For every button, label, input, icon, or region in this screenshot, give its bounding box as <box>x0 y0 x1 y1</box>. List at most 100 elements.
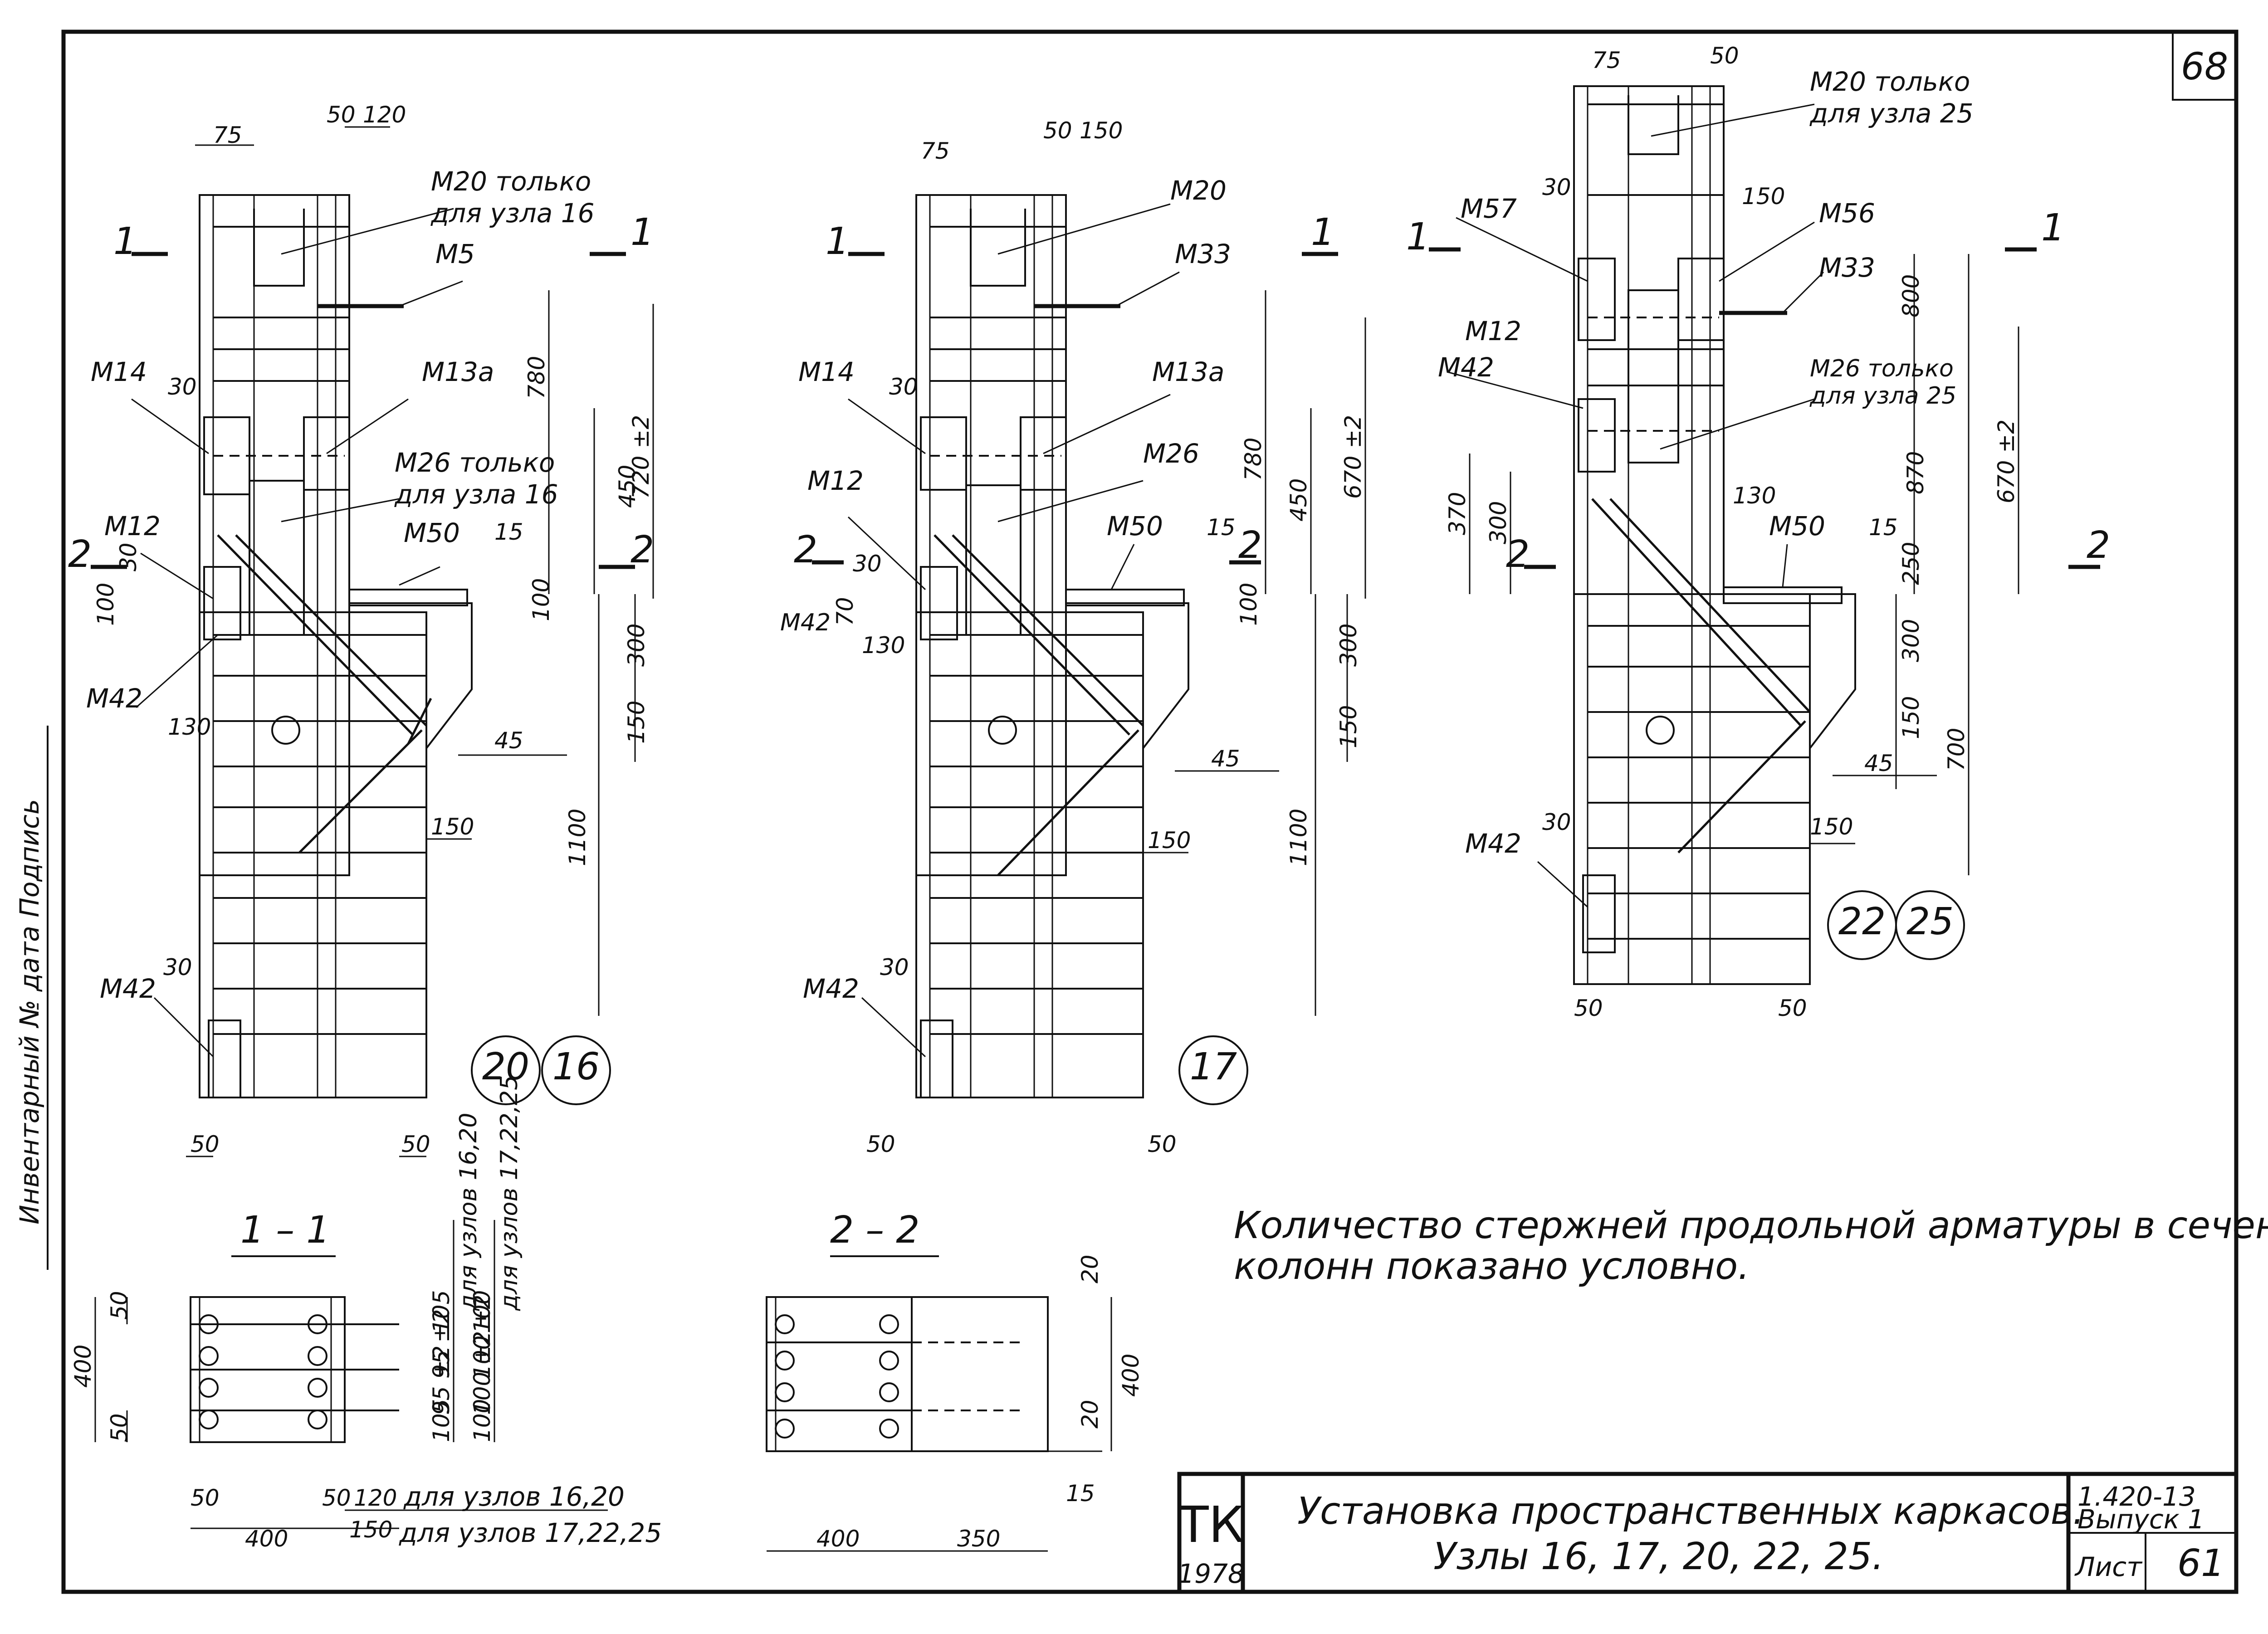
node-right-m26: М26 только <box>1810 355 1954 382</box>
stirrups <box>213 226 426 1035</box>
node-right-d300b: 300 <box>1898 619 1924 662</box>
section-1-1-d50c: 50 <box>191 1485 220 1511</box>
node-right-drawing <box>1429 85 2100 985</box>
node-left-circle-b: 16 <box>552 1045 600 1088</box>
node-mid-d30b: 30 <box>853 551 882 577</box>
node-left-d1100: 1100 <box>564 809 591 866</box>
node-mid-d45: 45 <box>1211 746 1240 772</box>
node-left-m14: М14 <box>91 356 147 387</box>
node-right-m12: М12 <box>1465 316 1521 346</box>
note-line-2: колонн показано условно. <box>1234 1245 1750 1288</box>
node-mid-d150: 150 <box>1080 117 1123 144</box>
node-left-m26b: для узла 16 <box>394 479 558 510</box>
node-mid-m42a: М42 <box>780 609 831 636</box>
node-mid-d150b: 150 <box>1335 705 1362 748</box>
node-right-d50b: 50 <box>1574 995 1603 1021</box>
node-left-m42a: М42 <box>86 683 142 714</box>
node-left-d450: 450 <box>614 465 640 508</box>
node-left-circle-a: 20 <box>482 1045 529 1088</box>
node-mid-d670: 670 ±2 <box>1340 415 1366 499</box>
section-2-2-d350: 350 <box>957 1526 1000 1552</box>
sheet-number: 61 <box>2177 1542 2224 1585</box>
node-mid-d15: 15 <box>1207 514 1236 541</box>
section-1-1-a95: 95 ±2 <box>428 1309 455 1379</box>
node-mid-cut1: 1 <box>826 220 849 263</box>
node-right-d300: 300 <box>1485 501 1511 544</box>
node-mid-circle: 17 <box>1190 1045 1237 1088</box>
node-mid-m12: М12 <box>807 465 864 496</box>
node-mid-m13a: М13а <box>1152 356 1224 387</box>
node-mid-m42b: М42 <box>803 973 859 1004</box>
column-lower <box>199 611 427 1098</box>
node-left-d100b: 100 <box>528 578 554 621</box>
node-right-d870: 870 <box>1902 451 1929 494</box>
node-mid-cut2: 2 <box>794 528 817 571</box>
section-1-1-d150: 150 <box>349 1517 392 1543</box>
node-right-d370: 370 <box>1444 492 1471 535</box>
stamp-text: ТК <box>1178 1496 1244 1554</box>
node-left-d780: 780 <box>523 356 550 399</box>
section-1-1-d50a: 50 <box>106 1291 132 1320</box>
node-right-m33: М33 <box>1819 252 1875 283</box>
node-left-d130: 130 <box>168 714 211 740</box>
node-left-d120: 120 <box>363 102 406 128</box>
node-left-m20b: для узла 16 <box>430 198 595 229</box>
node-left-cut1b: 1 <box>631 211 654 254</box>
section-1-1-a105: 105 <box>428 1290 455 1333</box>
node-left-m26: М26 только <box>395 447 555 478</box>
section-1-1-d400b: 400 <box>245 1526 288 1552</box>
node-left-m13a: М13а <box>422 356 494 387</box>
node-left-m5: М5 <box>435 239 475 269</box>
drawing-title-line-2: Узлы 16, 17, 20, 22, 25. <box>1433 1535 1884 1578</box>
node-right-cut1: 1 <box>1406 215 1430 259</box>
page-number: 68 <box>2181 45 2228 88</box>
node-right-d670: 670 ±2 <box>1993 419 2019 503</box>
node-mid-d30: 30 <box>889 374 918 400</box>
node-right-d250: 250 <box>1898 542 1924 585</box>
sheet-label: Лист <box>2074 1551 2143 1582</box>
section-1-1-bottom-a: для узлов 16,20 <box>403 1481 625 1512</box>
node-left-d720: 720 ±2 <box>628 415 654 499</box>
node-right-d30b: 30 <box>1542 809 1571 835</box>
sheet-frame <box>61 29 2239 1594</box>
node-mid-m50: М50 <box>1107 511 1163 541</box>
node-mid-cut2b: 2 <box>1238 524 1262 567</box>
node-mid-d150c: 150 <box>1148 827 1191 854</box>
node-left-d150b: 150 <box>431 814 474 840</box>
node-left-m42b: М42 <box>100 973 156 1004</box>
node-right-d150b: 150 <box>1898 696 1924 739</box>
node-right-m50: М50 <box>1769 511 1825 541</box>
node-right-d50c: 50 <box>1778 995 1807 1021</box>
section-1-1-d400: 400 <box>70 1345 96 1388</box>
title-block <box>1177 1472 2239 1594</box>
node-mid-cut1b: 1 <box>1311 211 1334 254</box>
node-left-d30c: 30 <box>163 954 192 980</box>
node-mid-d130: 130 <box>862 632 905 658</box>
section-1-1-b100: 100 <box>469 1290 495 1333</box>
section-2-2-d20b: 20 <box>1077 1400 1103 1429</box>
node-mid-d30c: 30 <box>880 954 909 980</box>
node-right-circle-b: 25 <box>1906 900 1954 943</box>
node-mid-d50a: 50 <box>866 1131 895 1157</box>
node-right-d75: 75 <box>1592 47 1621 73</box>
section-2-2-title: 2 – 2 <box>830 1209 919 1252</box>
node-left-d30b: 30 <box>115 542 142 571</box>
node-left-d15: 15 <box>494 519 523 545</box>
section-1-1-b100d: 100 <box>469 1399 495 1442</box>
node-right-m26b: для узла 25 <box>1809 382 1956 410</box>
node-mid-d100: 100 <box>1236 583 1262 626</box>
node-right-circle-a: 22 <box>1838 900 1886 943</box>
node-left-d45: 45 <box>494 727 523 754</box>
side-margin-text: Инвентарный № дата Подпись <box>14 799 45 1224</box>
node-right-m42b: М42 <box>1465 828 1521 859</box>
column-upper <box>199 194 350 876</box>
node-left-m12: М12 <box>104 511 161 541</box>
section-1-1-note-a: для узлов 16,20 <box>455 1112 482 1311</box>
node-right-d50: 50 <box>1710 43 1739 69</box>
node-right-cut2: 2 <box>1506 533 1530 576</box>
node-right-m20: М20 только <box>1810 66 1970 97</box>
node-mid-d75: 75 <box>921 138 950 164</box>
node-mid-d780: 780 <box>1240 438 1266 481</box>
node-right-d45: 45 <box>1864 750 1893 776</box>
section-1-1-d50d: 50 <box>322 1485 351 1511</box>
